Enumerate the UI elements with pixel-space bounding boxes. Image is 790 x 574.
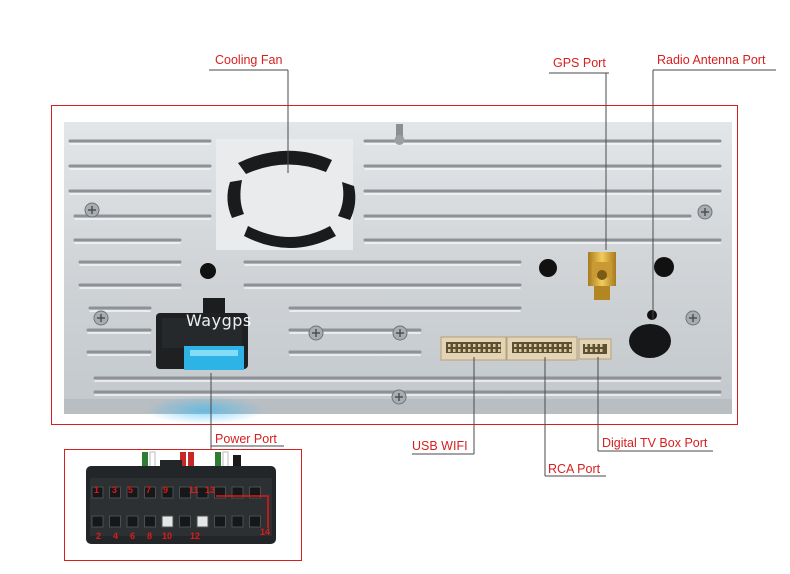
pin-number: 14 bbox=[260, 527, 271, 537]
cooling-fan-label: Cooling Fan bbox=[215, 53, 283, 67]
pin-number: 2 bbox=[96, 531, 102, 541]
pin-number: 11 bbox=[189, 485, 199, 495]
usb-wifi-connector bbox=[440, 336, 507, 361]
rca-connector bbox=[506, 336, 578, 361]
callout-lines bbox=[209, 69, 776, 477]
radio-antenna-jack bbox=[654, 257, 674, 277]
pin-number: 6 bbox=[130, 531, 136, 541]
mount-hole bbox=[200, 263, 216, 279]
panel-outline bbox=[51, 105, 738, 425]
metal-rear-panel bbox=[64, 122, 732, 414]
pin-number: 7 bbox=[146, 485, 152, 495]
pin-number: 9 bbox=[163, 485, 169, 495]
gps-connector bbox=[588, 252, 616, 300]
pin-number: 12 bbox=[190, 531, 201, 541]
power-port-label: Power Port bbox=[215, 432, 277, 446]
pin-number: 4 bbox=[113, 531, 119, 541]
digital-tv-box-port-label: Digital TV Box Port bbox=[602, 436, 708, 450]
pin-number: 10 bbox=[162, 531, 173, 541]
usb-wifi-label: USB WIFI bbox=[412, 439, 468, 453]
power-plug-photo bbox=[86, 451, 276, 544]
gps-port-label: GPS Port bbox=[553, 56, 606, 70]
pin-number: 1 bbox=[94, 485, 100, 495]
rca-port-label: RCA Port bbox=[548, 462, 601, 476]
watermark-text: Waygps bbox=[186, 311, 252, 330]
cooling-fan bbox=[227, 150, 356, 248]
pin-number: 8 bbox=[147, 531, 153, 541]
radio-antenna-port-label: Radio Antenna Port bbox=[657, 53, 766, 67]
mount-hole bbox=[539, 259, 557, 277]
radio-antenna-socket bbox=[629, 324, 671, 358]
pin-number: 3 bbox=[112, 485, 118, 495]
pin-number: 13 bbox=[205, 485, 216, 495]
pin-number: 5 bbox=[128, 485, 134, 495]
power-socket bbox=[145, 298, 265, 424]
